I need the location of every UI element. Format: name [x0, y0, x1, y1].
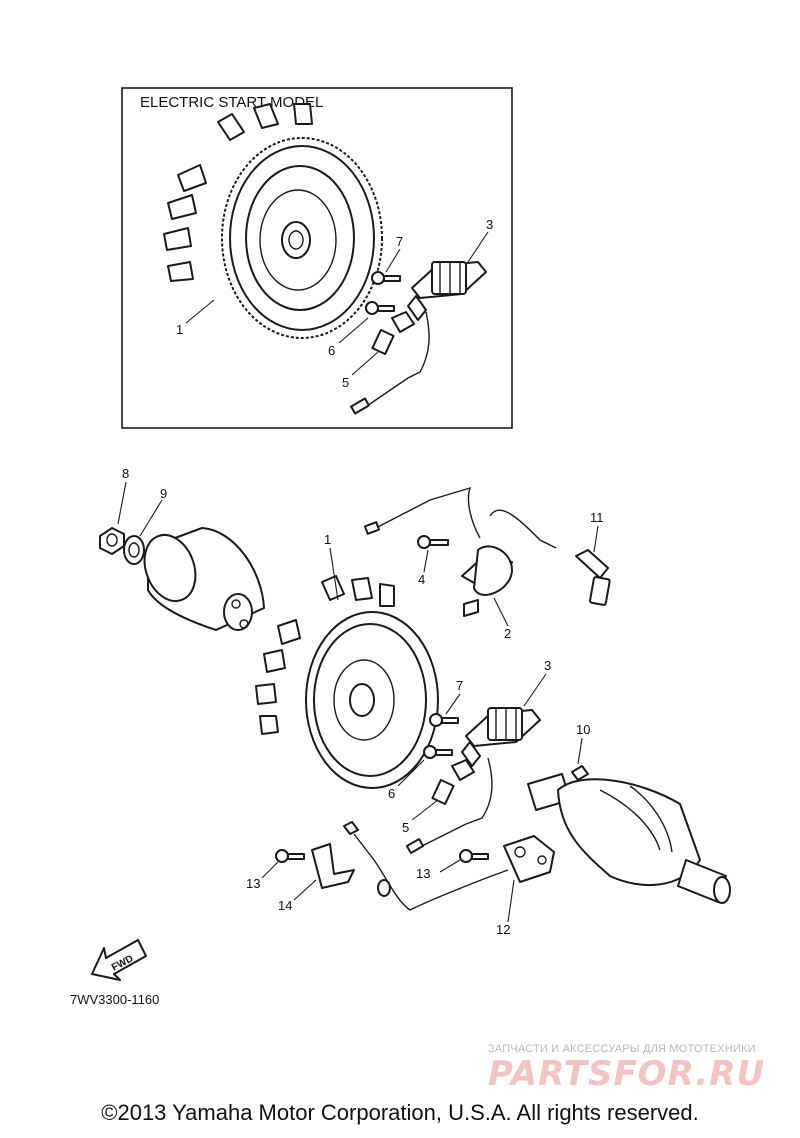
- bolt-6: [423, 745, 453, 759]
- pulser-coil-5: [431, 759, 475, 806]
- bolt-4: [417, 535, 449, 549]
- callout-main-12: 12: [496, 922, 510, 937]
- callout-main-9: 9: [160, 486, 167, 501]
- bolt-7: [429, 713, 459, 727]
- callout-main-4: 4: [418, 572, 425, 587]
- callout-main-13-right: 13: [416, 866, 430, 881]
- plug-cap-11: [575, 549, 611, 606]
- callout-main-13-left: 13: [246, 876, 260, 891]
- callout-main-2: 2: [504, 626, 511, 641]
- callout-main-1: 1: [324, 532, 331, 547]
- callout-main-14: 14: [278, 898, 292, 913]
- callout-main-8: 8: [122, 466, 129, 481]
- flywheel-1: [255, 575, 439, 789]
- inset-bolt-7: [371, 271, 401, 285]
- callout-main-7: 7: [456, 678, 463, 693]
- inset-frame: [121, 87, 513, 429]
- callout-main-5: 5: [402, 820, 409, 835]
- callout-inset-5: 5: [342, 375, 349, 390]
- starter-cup: [143, 527, 265, 631]
- nut-8: [99, 527, 125, 555]
- inset-pulser-coil: [371, 311, 415, 356]
- woodruff-key: [571, 765, 589, 781]
- callout-main-11: 11: [590, 510, 604, 525]
- watermark-tagline: ЗАПЧАСТИ И АКСЕССУАРЫ ДЛЯ МОТОТЕХНИКИ: [488, 1043, 756, 1055]
- callout-inset-1: 1: [176, 322, 183, 337]
- crankshaft-10: [527, 773, 731, 904]
- fwd-arrow-icon: FWD: [91, 939, 147, 981]
- washer-9: [123, 535, 145, 565]
- inset-bolt-6: [365, 301, 395, 315]
- bolt-13-right: [459, 849, 489, 863]
- callout-inset-3: 3: [486, 217, 493, 232]
- ignition-coil-2: [363, 486, 557, 617]
- clamp-14: [311, 843, 355, 889]
- callout-main-3: 3: [544, 658, 551, 673]
- charge-coil-3: [405, 707, 541, 854]
- watermark-logo: PARTSFOR.RU: [488, 1054, 766, 1094]
- inset-flywheel-ring-gear: [163, 103, 383, 339]
- diagram-code: 7WV3300-1160: [70, 992, 159, 1007]
- callout-inset-6: 6: [328, 343, 335, 358]
- bolt-13-left: [275, 849, 305, 863]
- callout-main-6: 6: [388, 786, 395, 801]
- callout-inset-7: 7: [396, 234, 403, 249]
- sensor-bracket-12: [343, 821, 555, 911]
- callout-main-10: 10: [576, 722, 590, 737]
- inset-charge-coil: [350, 261, 487, 415]
- copyright-notice: ©2013 Yamaha Motor Corporation, U.S.A. A…: [101, 1100, 699, 1125]
- inset-title: ELECTRIC START MODEL: [140, 94, 323, 111]
